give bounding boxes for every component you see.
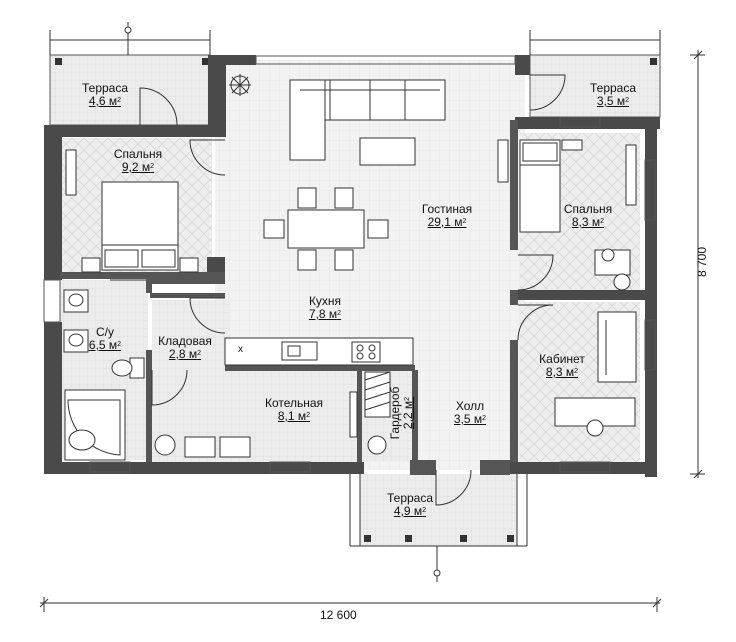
bedroom-e-furniture <box>519 139 637 291</box>
room-label-pantry: Кладовая 2,8 м2 <box>158 334 212 361</box>
windows <box>43 55 656 473</box>
terrace-ne-area <box>529 30 661 118</box>
room-label-bedroom-w: Спальня 9,2 м2 <box>113 147 163 174</box>
dimension-height: 8 700 <box>695 246 709 278</box>
boiler-fixtures <box>154 371 391 458</box>
room-label-bath: С/у 6,5 м2 <box>88 325 122 352</box>
appliance-mark: x <box>238 344 243 355</box>
dimension-width: 12 600 <box>320 608 357 622</box>
dimension-lines <box>39 50 705 612</box>
doors <box>110 74 566 506</box>
living-furniture <box>229 74 509 271</box>
room-label-wardrobe: Гардероб 2,2 м2 <box>388 386 415 440</box>
room-label-terrace-ne: Терраса 3,5 м2 <box>589 81 637 108</box>
exterior-walls <box>44 55 660 477</box>
study-furniture <box>554 311 637 437</box>
bath-fixtures <box>63 289 145 461</box>
room-label-hall: Холл 3,5 м2 <box>453 399 487 426</box>
kitchen-counter <box>224 337 414 366</box>
terrace-nw-area <box>49 22 211 126</box>
room-label-terrace-s: Терраса 4,9 м2 <box>386 491 434 518</box>
room-label-living: Гостиная 29,1 м2 <box>421 202 473 229</box>
room-label-bedroom-e: Спальня 8,3 м2 <box>563 202 613 229</box>
room-label-boiler: Котельная 8,1 м2 <box>264 396 324 423</box>
bedroom-w-furniture <box>65 149 199 273</box>
pantry-floor <box>152 300 230 370</box>
room-label-terrace-nw: Терраса 4,6 м2 <box>81 81 129 108</box>
terrace-s-area <box>349 474 528 582</box>
interior-walls <box>60 120 518 475</box>
room-label-kitchen: Кухня 7,8 м2 <box>308 294 342 321</box>
room-label-study: Кабинет 8,3 м2 <box>539 352 585 379</box>
